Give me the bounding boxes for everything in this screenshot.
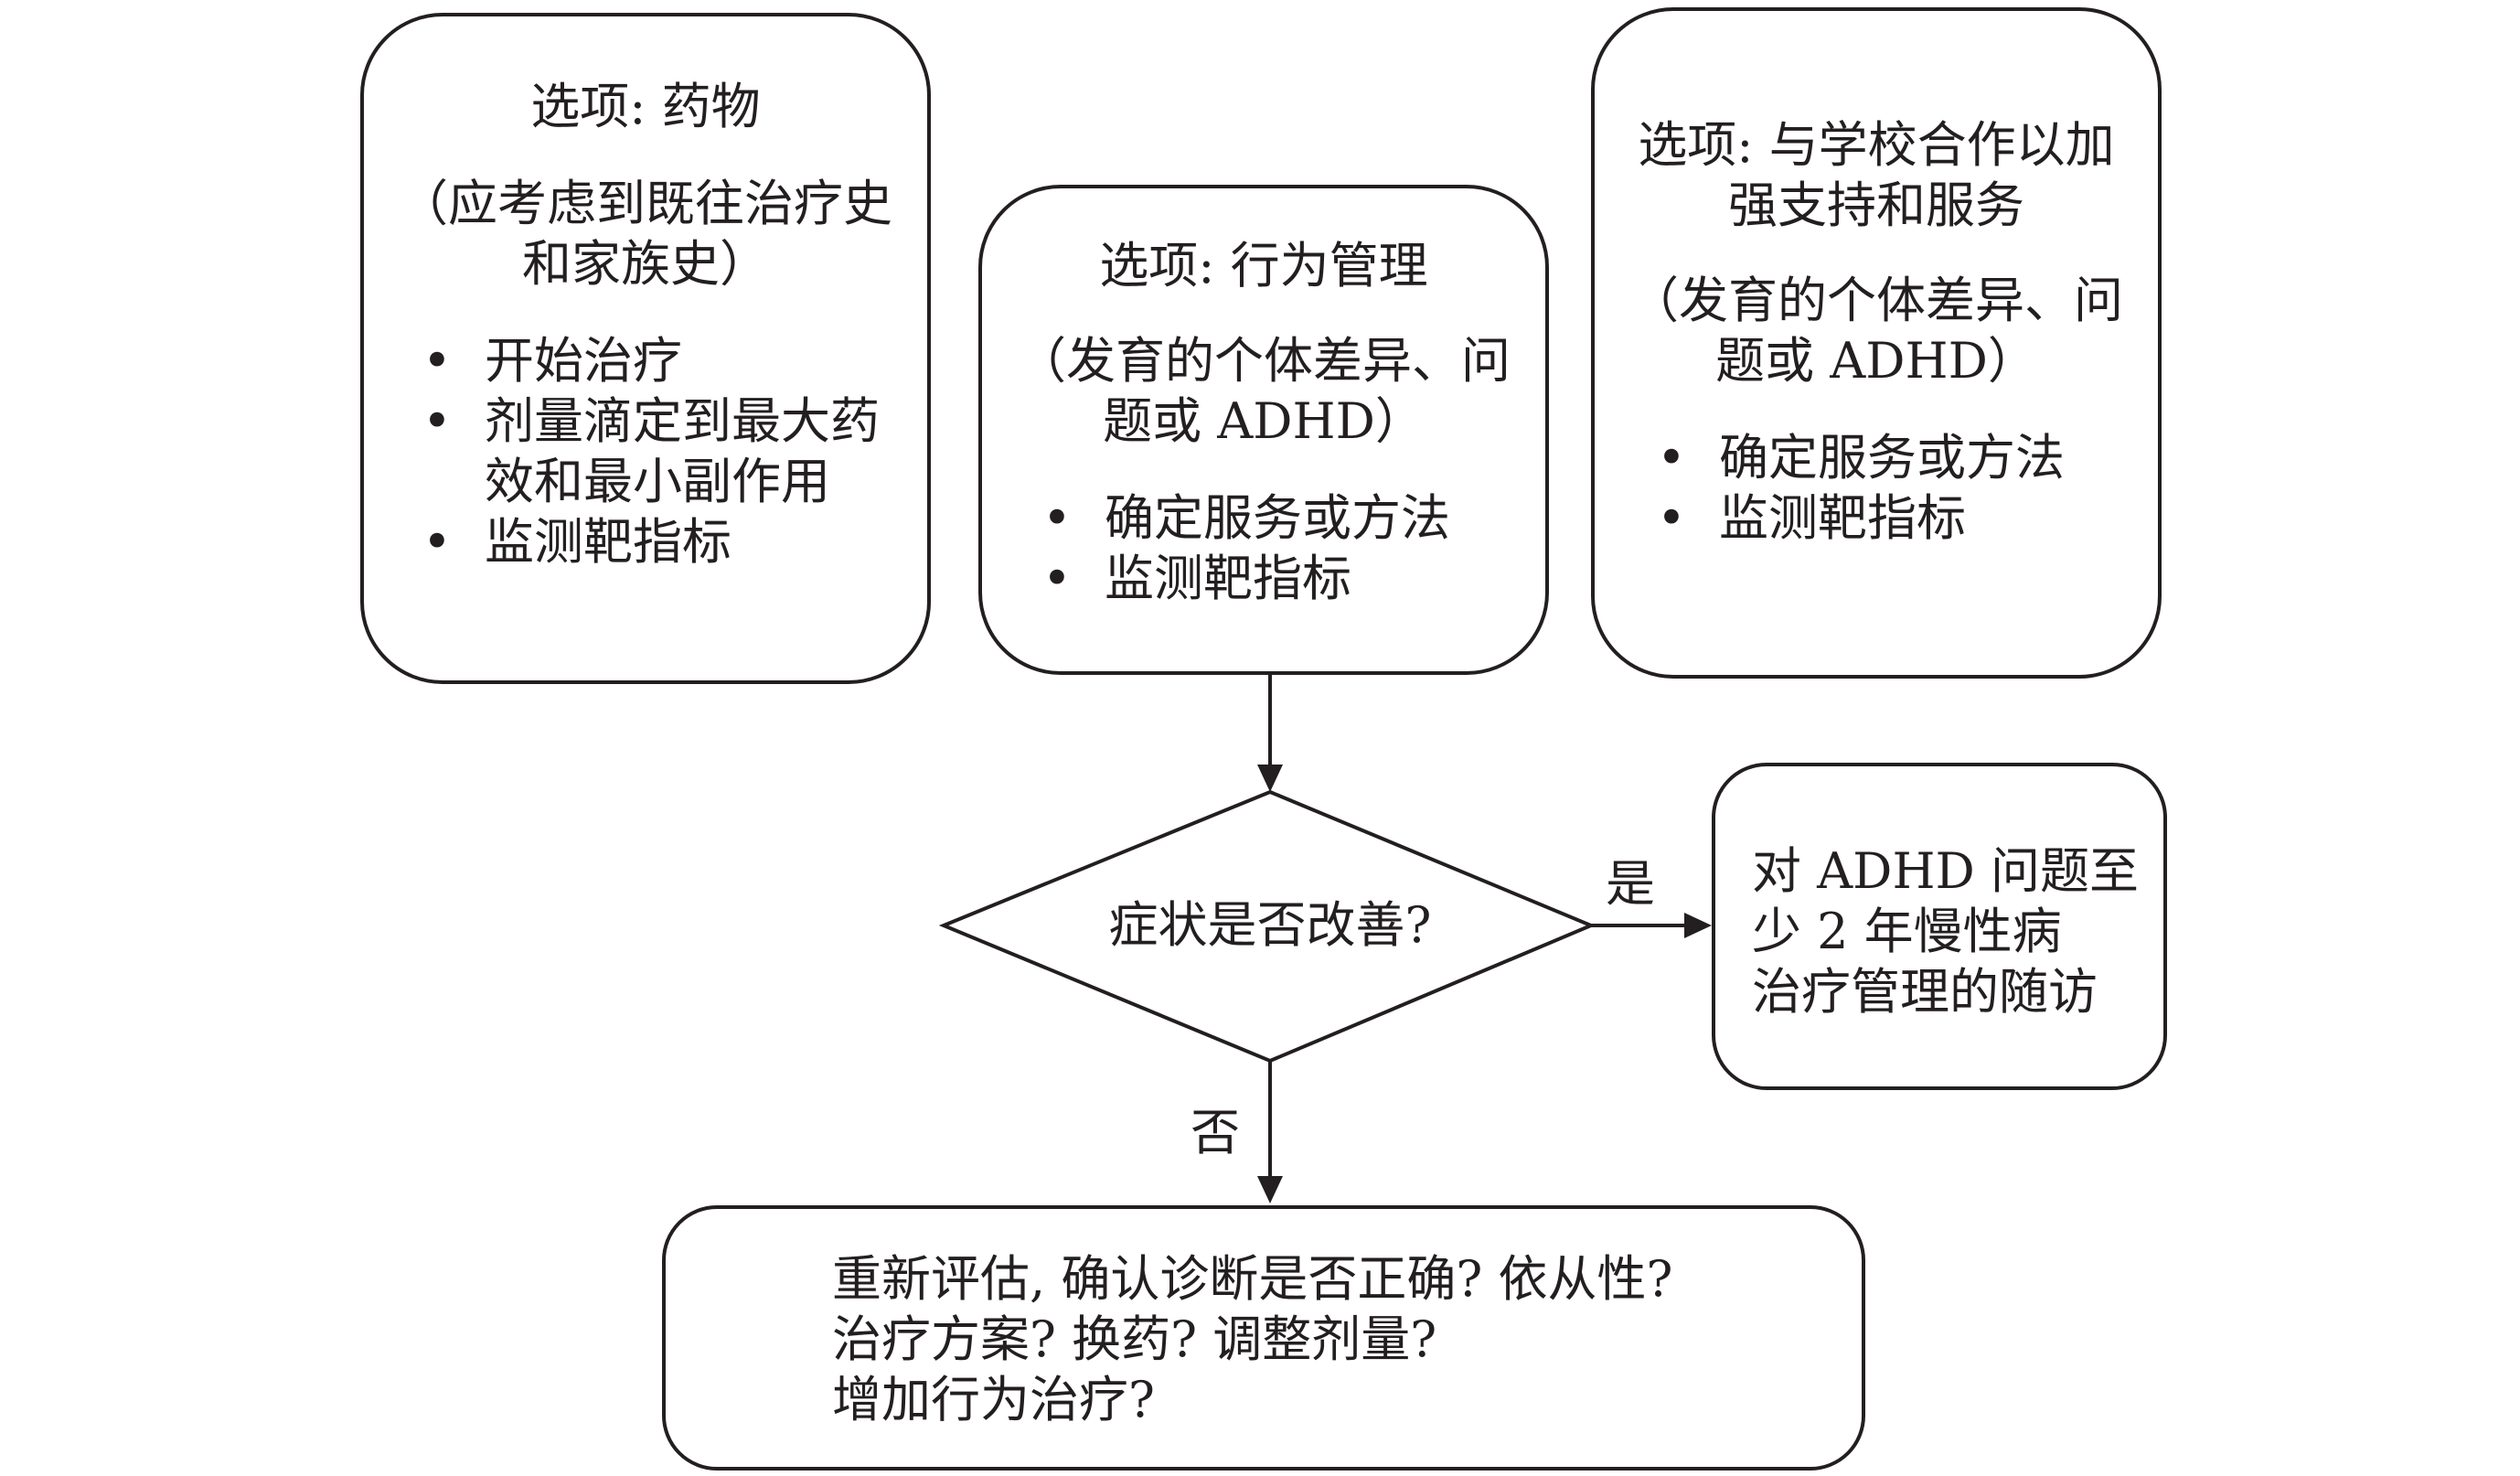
- medication-item-titrate: 剂量滴定到最大药: [397, 391, 880, 452]
- yes-label: 是: [1606, 855, 1655, 913]
- reassess-line3: 增加行为治疗?: [832, 1371, 1155, 1428]
- school-bullet-list: 确定服务或方法 监测靶指标: [1631, 428, 2065, 549]
- medication-item-monitor: 监测靶指标: [397, 512, 880, 572]
- school-option-box: [1591, 7, 2162, 679]
- followup-line3: 治疗管理的随访: [1752, 963, 2098, 1021]
- school-title-line1: 选项: 与学校合作以加: [1638, 116, 2115, 174]
- school-note-line2: 题或 ADHD）: [1715, 332, 2037, 390]
- followup-box: [1712, 763, 2167, 1090]
- medication-item-titrate-cont: 效和最小副作用: [485, 453, 830, 510]
- arrowhead-no: [1257, 1176, 1283, 1203]
- reassess-line1: 重新评估, 确认诊断是否正确? 依从性?: [832, 1250, 1673, 1308]
- decision-diamond: [938, 789, 1596, 1064]
- school-item-service: 确定服务或方法: [1631, 428, 2065, 488]
- behavior-item-service: 确定服务或方法: [1017, 488, 1450, 549]
- behavior-note-line1: （发育的个体差异、问: [1017, 332, 1511, 390]
- no-label: 否: [1191, 1104, 1240, 1161]
- followup-line1: 对 ADHD 问题至: [1752, 842, 2140, 900]
- behavior-note-line2: 题或 ADHD）: [1103, 392, 1425, 450]
- medication-bullet-list: 开始治疗 剂量滴定到最大药 效和最小副作用 监测靶指标: [397, 331, 880, 572]
- followup-line2: 少 2 年慢性病: [1752, 903, 2062, 960]
- behavior-bullet-list: 确定服务或方法 监测靶指标: [1017, 488, 1450, 609]
- medication-title: 选项: 药物: [530, 78, 761, 135]
- medication-note-line1: （应考虑到既往治疗史: [399, 175, 892, 232]
- school-item-monitor: 监测靶指标: [1631, 488, 2065, 549]
- medication-note-line2: 和家族史）: [522, 235, 769, 293]
- school-title-line2: 强支持和服务: [1728, 176, 2024, 234]
- arrowhead-behavior-to-decision: [1257, 765, 1283, 792]
- behavior-title: 选项: 行为管理: [1099, 237, 1428, 294]
- reassess-box: [662, 1205, 1865, 1471]
- school-note-line1: （发育的个体差异、问: [1629, 272, 2123, 329]
- medication-item-start: 开始治疗: [397, 331, 880, 391]
- reassess-line2: 治疗方案? 换药? 调整剂量?: [832, 1310, 1437, 1368]
- decision-label: 症状是否改善?: [1108, 896, 1432, 954]
- behavior-item-monitor: 监测靶指标: [1017, 549, 1450, 609]
- arrowhead-yes: [1684, 913, 1712, 938]
